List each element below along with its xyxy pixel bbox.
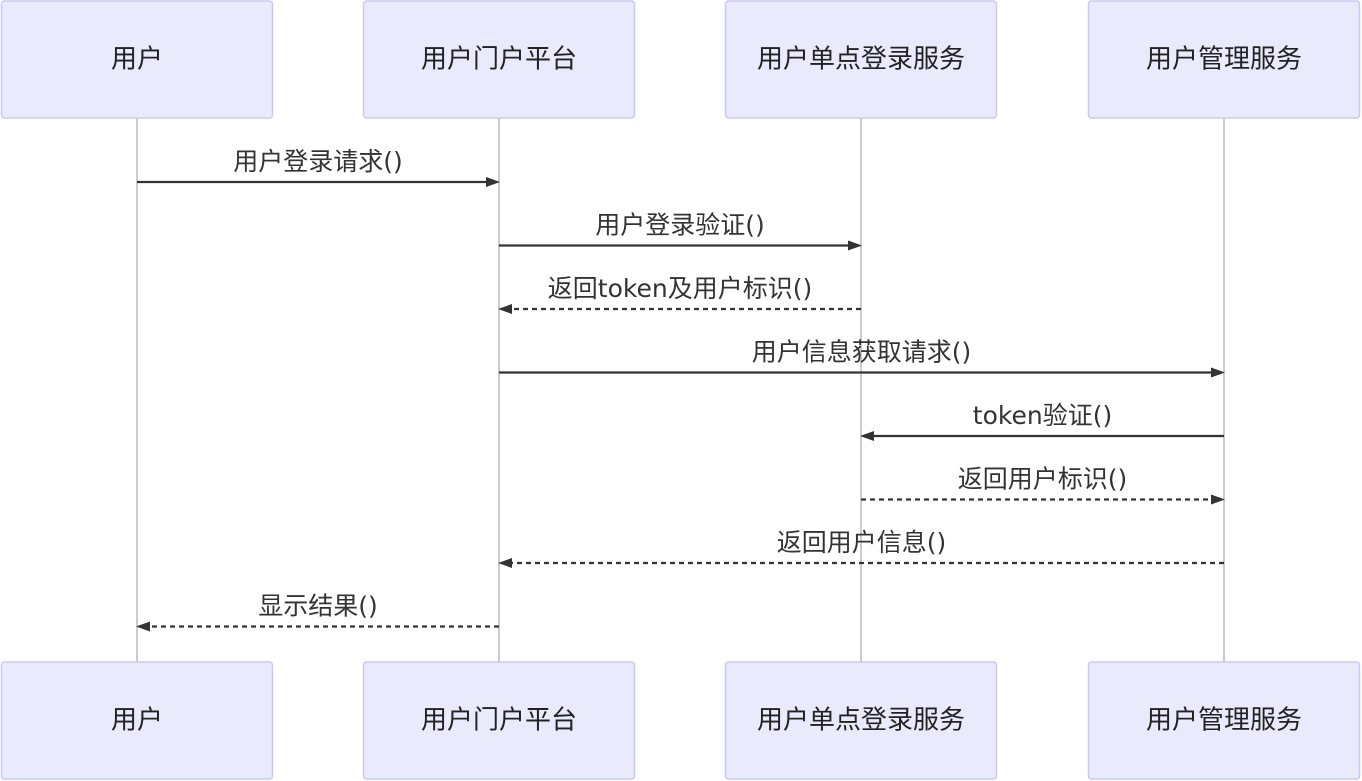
message-1: 用户登录请求() — [137, 147, 500, 187]
message-5: token验证() — [860, 401, 1224, 441]
actor-label: 用户管理服务 — [1146, 45, 1302, 75]
arrow-head — [1211, 367, 1225, 378]
arrow-head — [848, 240, 862, 251]
actor-box — [1087, 661, 1361, 780]
actors-top: 用户 用户门户平台 用户单点登录服务 用户管理服务 — [0, 0, 1361, 119]
message-label: 用户登录请求() — [233, 147, 403, 176]
actor-mgmt-bottom: 用户管理服务 — [1087, 661, 1361, 780]
actor-mgmt-top: 用户管理服务 — [1087, 0, 1361, 119]
actor-sso-bottom: 用户单点登录服务 — [724, 661, 998, 780]
actor-box — [362, 661, 636, 780]
message-label: 显示结果() — [258, 592, 378, 621]
message-7: 返回用户信息() — [498, 528, 1224, 568]
actor-box — [362, 0, 636, 119]
message-2: 用户登录验证() — [499, 211, 862, 251]
actor-user-top: 用户 — [0, 0, 274, 119]
arrow-head — [860, 431, 874, 441]
actor-label: 用户门户平台 — [421, 706, 577, 736]
arrow-head — [136, 621, 150, 632]
message-label: 返回用户信息() — [777, 528, 947, 557]
message-4: 用户信息获取请求() — [499, 338, 1225, 378]
arrow-head — [498, 304, 512, 314]
message-label: 用户登录验证() — [595, 211, 765, 240]
arrow-head — [486, 177, 500, 187]
message-6: 返回用户标识() — [861, 465, 1225, 505]
arrow-head — [1211, 494, 1225, 505]
message-label: token验证() — [973, 401, 1112, 430]
actors-bottom: 用户 用户门户平台 用户单点登录服务 用户管理服务 — [0, 661, 1361, 780]
actor-label: 用户 — [111, 45, 163, 75]
message-label: 返回用户标识() — [958, 465, 1128, 494]
message-3: 返回token及用户标识() — [498, 274, 861, 314]
actor-sso-top: 用户单点登录服务 — [724, 0, 998, 119]
message-label: 返回token及用户标识() — [548, 274, 812, 303]
actor-box — [724, 661, 998, 780]
actor-box — [0, 0, 274, 119]
actor-label: 用户门户平台 — [421, 45, 577, 75]
messages: 用户登录请求() 用户登录验证() 返回token及用户标识() 用户信息获取请求()… — [136, 147, 1225, 632]
actor-label: 用户 — [111, 706, 163, 736]
actor-user-bottom: 用户 — [0, 661, 274, 780]
message-label: 用户信息获取请求() — [752, 338, 972, 367]
actor-label: 用户单点登录服务 — [757, 45, 965, 75]
actor-label: 用户单点登录服务 — [757, 706, 965, 736]
actor-box — [1087, 0, 1361, 119]
actor-portal-bottom: 用户门户平台 — [362, 661, 636, 780]
message-8: 显示结果() — [136, 592, 499, 632]
actor-label: 用户管理服务 — [1146, 706, 1302, 736]
actor-box — [0, 661, 274, 780]
actor-box — [724, 0, 998, 119]
actor-portal-top: 用户门户平台 — [362, 0, 636, 119]
lifelines — [136, 118, 1225, 662]
arrow-head — [498, 558, 512, 568]
